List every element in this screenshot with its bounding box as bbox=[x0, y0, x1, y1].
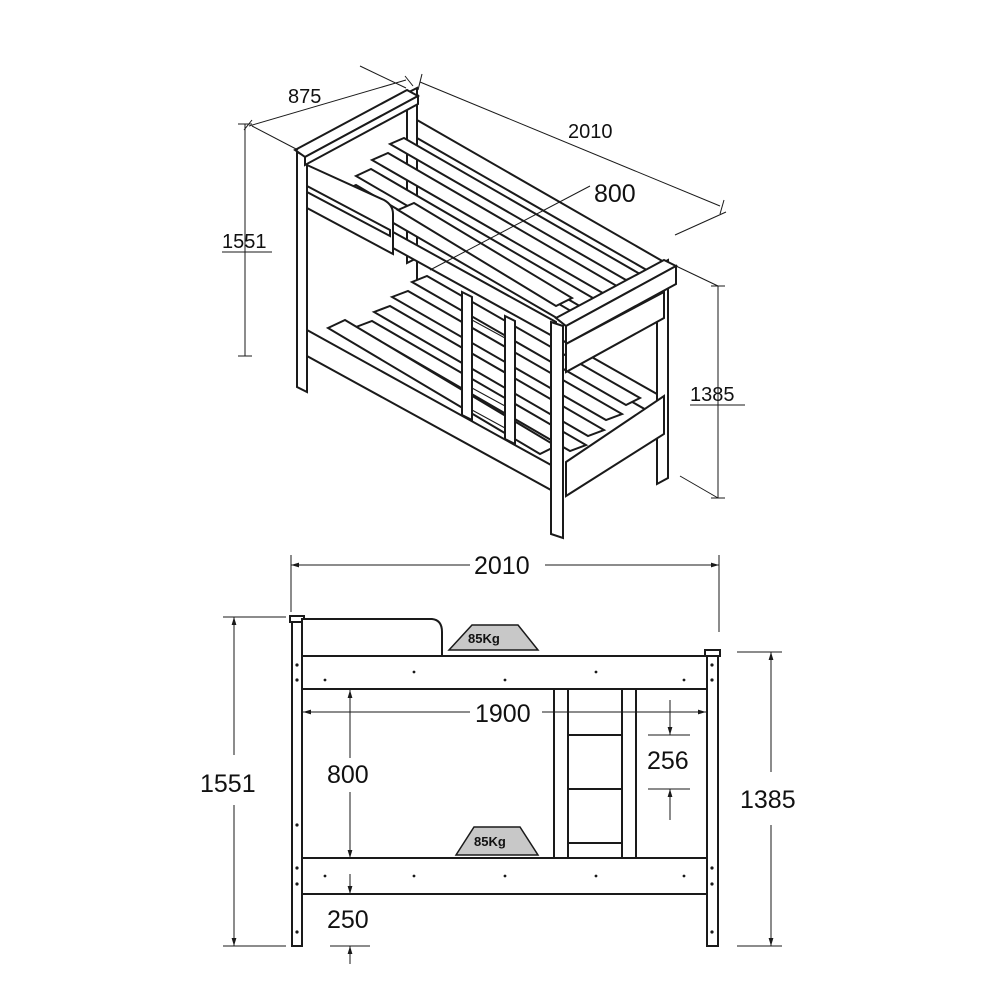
front-bunk-gap-label: 800 bbox=[327, 761, 369, 789]
iso-total-height-label: 1551 bbox=[222, 231, 267, 253]
top-load-badge: 85Kg bbox=[447, 624, 540, 651]
front-total-height-label: 1551 bbox=[200, 770, 256, 798]
front-top-rail bbox=[301, 655, 708, 690]
front-end-height-label: 1385 bbox=[740, 786, 796, 814]
front-ladder-step-label: 256 bbox=[647, 747, 689, 775]
front-right-post bbox=[550, 320, 564, 540]
front-left-post-elevation bbox=[291, 617, 303, 947]
ladder bbox=[461, 290, 516, 446]
bottom-load-label: 85Kg bbox=[474, 834, 506, 849]
front-dim-end-height bbox=[737, 651, 782, 947]
isometric-view: 875 2010 800 1551 1385 bbox=[222, 65, 745, 540]
front-ladder bbox=[553, 688, 637, 859]
iso-width-label: 875 bbox=[288, 86, 321, 108]
bottom-load-badge: 85Kg bbox=[454, 826, 540, 856]
front-right-post-elevation bbox=[706, 651, 719, 947]
top-load-label: 85Kg bbox=[468, 631, 500, 646]
front-dim-total-height bbox=[223, 616, 286, 947]
upper-slats bbox=[337, 136, 643, 330]
iso-dimensions bbox=[222, 65, 745, 499]
front-left-post bbox=[296, 150, 308, 394]
iso-length-label: 2010 bbox=[568, 121, 613, 143]
front-mattress-length-label: 1900 bbox=[475, 700, 531, 728]
front-length-label: 2010 bbox=[474, 552, 530, 580]
iso-mattress-width-label: 800 bbox=[594, 180, 636, 208]
front-dim-clearance bbox=[330, 874, 370, 964]
upper-guard-rail bbox=[306, 163, 394, 256]
front-view: 85Kg 85Kg 2010 1900 800 bbox=[200, 552, 796, 964]
front-dim-step bbox=[648, 700, 690, 820]
headboard-top bbox=[293, 88, 421, 167]
bolt-dots bbox=[295, 663, 714, 934]
front-guard-board bbox=[301, 618, 443, 657]
iso-end-height-label: 1385 bbox=[690, 384, 735, 406]
front-dim-length bbox=[290, 555, 720, 632]
front-floor-clearance-label: 250 bbox=[327, 906, 369, 934]
footboard bbox=[554, 258, 679, 498]
